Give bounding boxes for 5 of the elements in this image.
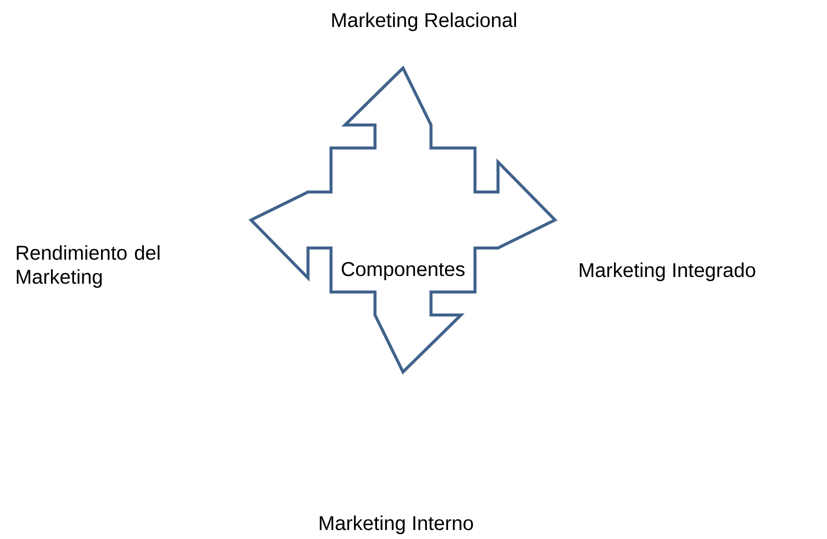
label: Marketing Relacional: [332, 12, 516, 32]
label: Marketing Integrado: [580, 262, 756, 282]
center-label: Componentes: [342, 262, 465, 280]
label: Marketing Interno: [320, 516, 473, 534]
label: Rendimiento del Marketing: [16, 245, 160, 288]
